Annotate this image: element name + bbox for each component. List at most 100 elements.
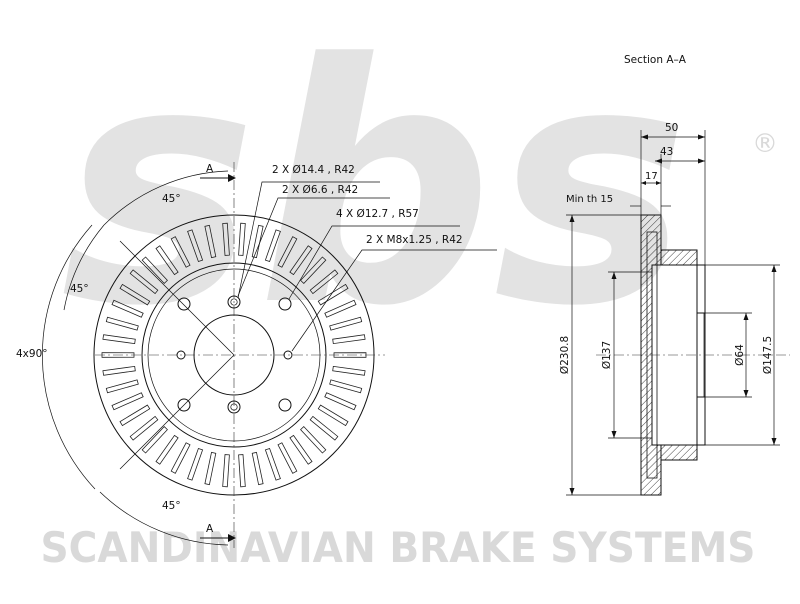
dim-outer-diameter: Ø230.8 [559, 214, 641, 496]
vent-slot [222, 222, 230, 256]
callout-1: 2 X Ø14.4 , R42 [272, 164, 355, 176]
dim-outer-diameter-label: Ø230.8 [559, 336, 571, 374]
vent-slot [111, 299, 144, 318]
angle-label-top: 45° [162, 193, 181, 205]
registered-mark: ® [752, 129, 778, 159]
vent-slot [119, 404, 151, 427]
vent-slot [204, 224, 217, 259]
angle-arc-left [63, 224, 105, 311]
vent-slot [238, 454, 246, 488]
hole-6-6-left [176, 350, 186, 360]
vent-slot [141, 256, 168, 284]
section-marker-top: A [200, 163, 236, 182]
watermark-brand: SCANDINAVIAN BRAKE SYSTEMS [41, 523, 756, 572]
hole-14-4-bottom [227, 400, 241, 414]
dim-hat-diameter-label: Ø147.5 [762, 336, 774, 374]
section-marker-bottom-label: A [206, 523, 214, 535]
vent-slot [329, 379, 363, 394]
dim-disc-thickness-label: 17 [645, 171, 658, 182]
section-title: Section A–A [624, 54, 687, 66]
vent-slot [187, 447, 204, 481]
hole-12-7-bl [177, 398, 191, 412]
angle-arc-span [42, 224, 96, 490]
hole-12-7-br [278, 398, 292, 412]
section-marker-top-label: A [206, 163, 214, 175]
dim-center-bore-label: Ø64 [734, 344, 746, 366]
vent-slot [324, 299, 357, 318]
angle-label-span: 4x90° [16, 348, 48, 360]
hole-14-4-top [227, 295, 241, 309]
dim-hat-depth: 43 [655, 146, 705, 164]
callout-leaders [237, 181, 497, 352]
dim-min-thickness-label: Min th 15 [566, 194, 613, 205]
angle-arc-top [103, 170, 229, 226]
vent-slot [170, 236, 191, 268]
vent-slot [105, 379, 139, 394]
vent-slot [222, 454, 230, 488]
vent-slots [101, 222, 367, 488]
hole-12-7-tr [278, 297, 292, 311]
vent-slot [332, 365, 366, 376]
hole-6-6-right [283, 350, 293, 360]
angle-arc-bottom [99, 491, 229, 546]
section-marker-bottom: A [200, 523, 236, 542]
front-view: A A 45° 45° 4x90° 45° 2 X Ø14.4 , R42 2 … [16, 162, 497, 548]
vent-slot [105, 316, 139, 331]
vent-slot [289, 434, 313, 465]
vent-slot [329, 316, 363, 331]
angle-line-lower [119, 354, 235, 470]
dim-braking-inner-diameter: Ø137 [601, 271, 652, 439]
vent-slot [238, 222, 246, 256]
vent-slot [129, 415, 159, 441]
vent-slot [317, 404, 349, 427]
vent-slot [102, 365, 136, 376]
dim-braking-inner-diameter-label: Ø137 [601, 341, 613, 369]
vent-slot [187, 229, 204, 263]
vent-slot [332, 334, 366, 345]
vent-slot [155, 245, 179, 276]
hub-holes [176, 295, 293, 414]
angle-label-left: 45° [70, 283, 89, 295]
vent-slot [155, 434, 179, 465]
callout-3: 4 X Ø12.7 , R57 [336, 208, 419, 220]
dim-center-bore: Ø64 [705, 312, 752, 398]
angle-line-upper [119, 240, 235, 356]
dim-hat-depth-label: 43 [660, 146, 673, 158]
vent-slot [300, 256, 327, 284]
hole-14-4-top-inner [230, 298, 238, 306]
vent-slot [251, 451, 264, 486]
vent-slot [277, 236, 298, 268]
watermark: sbs ® SCANDINAVIAN BRAKE SYSTEMS [41, 0, 779, 572]
vent-slot [101, 352, 135, 358]
dim-overall-height: 50 [641, 122, 705, 140]
callout-2: 2 X Ø6.6 , R42 [282, 184, 358, 196]
vent-slot [277, 442, 298, 474]
hole-14-4-bottom-inner [230, 403, 238, 411]
hole-12-7-tl [177, 297, 191, 311]
vent-slot [324, 392, 357, 411]
vent-slot [102, 334, 136, 345]
vent-slot [170, 442, 191, 474]
dim-disc-thickness: 17 [641, 171, 661, 185]
vent-slot [264, 229, 281, 263]
angle-label-bottom: 45° [162, 500, 181, 512]
vent-slot [264, 447, 281, 481]
vent-slot [251, 224, 264, 259]
vent-slot [111, 392, 144, 411]
dim-hat-diameter: Ø147.5 [705, 264, 780, 446]
vent-slot [119, 283, 151, 306]
section-view: Section A–A 50 43 [559, 54, 790, 496]
vent-slot [317, 283, 349, 306]
dim-min-thickness: Min th 15 [566, 194, 671, 207]
watermark-logo: sbs [60, 0, 689, 378]
vent-slot [309, 415, 339, 441]
vent-slot [289, 245, 313, 276]
vent-slot [141, 426, 168, 454]
dim-overall-height-label: 50 [665, 122, 678, 134]
vent-slot [129, 269, 159, 295]
vent-slot [309, 269, 339, 295]
vent-slot [300, 426, 327, 454]
vent-slot [204, 451, 217, 486]
